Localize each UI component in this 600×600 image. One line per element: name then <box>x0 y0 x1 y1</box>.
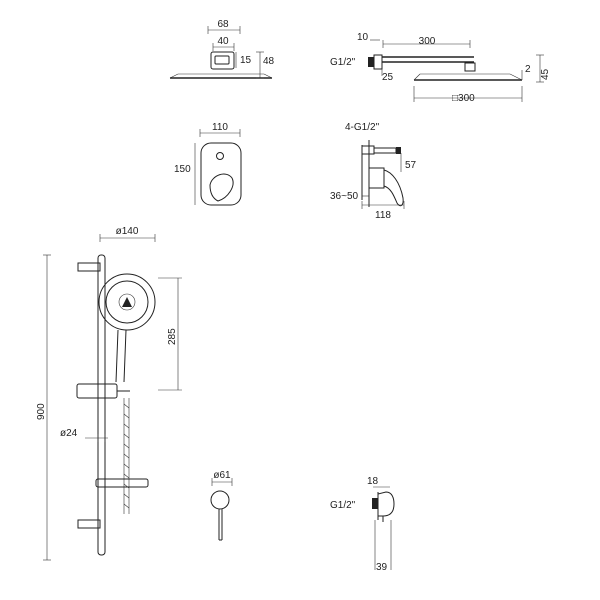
dim-dia-61: ø61 <box>213 470 231 481</box>
wall-outlet: 18 G1/2" 39 <box>330 476 395 573</box>
dim-300-arm: 300 <box>419 36 436 47</box>
dim-square-300: □300 <box>452 93 475 104</box>
dim-15: 15 <box>240 55 252 66</box>
dim-48: 48 <box>263 56 275 67</box>
dim-45: 45 <box>540 68 551 80</box>
dim-39: 39 <box>376 562 388 573</box>
head-shower-top-view: 68 40 15 48 <box>169 19 275 79</box>
valve-knob: ø61 <box>210 470 233 541</box>
thread-g12-head: G1/2" <box>330 57 356 68</box>
shower-rail-set: ø140 285 900 ø24 <box>36 226 182 561</box>
dim-36-50: 36~50 <box>330 191 359 202</box>
dim-118: 118 <box>375 210 391 221</box>
dim-2: 2 <box>525 64 531 75</box>
head-shower-side-view: 10 300 G1/2" 25 2 45 □300 <box>330 32 551 104</box>
dim-900: 900 <box>36 403 47 420</box>
dim-40: 40 <box>217 36 229 47</box>
dim-dia-140: ø140 <box>116 226 139 237</box>
dim-68: 68 <box>217 19 229 30</box>
dim-150: 150 <box>174 164 191 175</box>
dim-25: 25 <box>382 72 394 83</box>
dim-18: 18 <box>367 476 379 487</box>
dim-dia-24: ø24 <box>60 428 78 439</box>
dim-285: 285 <box>167 328 178 345</box>
dim-57: 57 <box>405 160 417 171</box>
mixer-front-view: 110 150 <box>174 122 242 206</box>
dim-110: 110 <box>212 122 228 133</box>
dim-10: 10 <box>357 32 369 43</box>
thread-g12-outlet: G1/2" <box>330 500 356 511</box>
mixer-side-view: 4-G1/2" 57 36~50 118 <box>330 122 417 221</box>
thread-4-g12: 4-G1/2" <box>345 122 380 133</box>
